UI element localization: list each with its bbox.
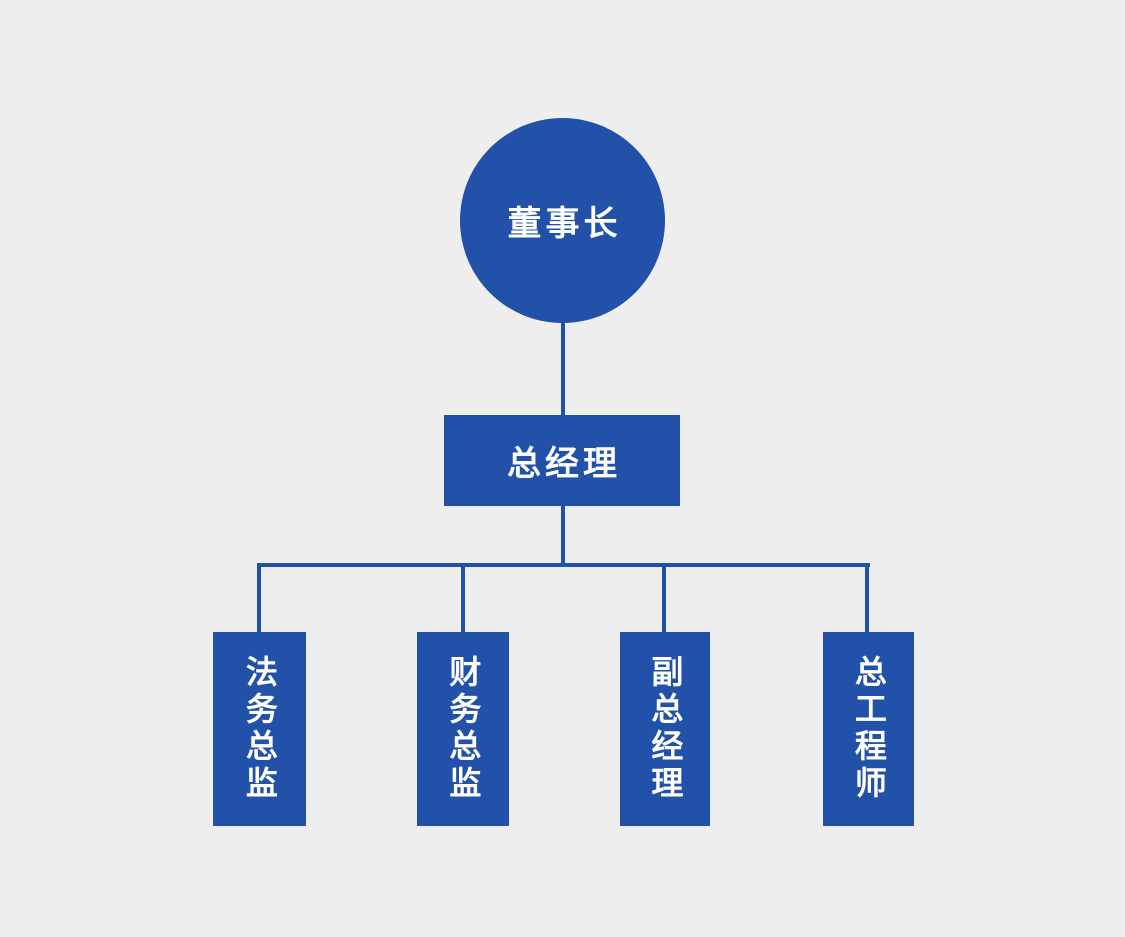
connector-drop-child-4 <box>865 563 869 632</box>
node-general-manager-label: 总经理 <box>507 445 621 483</box>
node-deputy-general-manager-label: 副总经理 <box>647 655 684 803</box>
node-legal-director-label: 法务总监 <box>241 655 278 803</box>
connector-drop-child-3 <box>662 563 666 632</box>
connector-root-to-middle <box>561 320 565 416</box>
connector-drop-child-2 <box>461 563 465 632</box>
connector-horizontal-bus <box>258 563 870 567</box>
node-general-manager: 总经理 <box>444 415 680 506</box>
node-legal-director: 法务总监 <box>213 632 306 826</box>
node-chief-engineer: 总工程师 <box>823 632 914 826</box>
connector-drop-child-1 <box>257 563 261 632</box>
node-chief-engineer-label: 总工程师 <box>850 655 887 803</box>
node-chairman: 董事长 <box>460 118 665 323</box>
connector-middle-to-bus <box>561 506 565 567</box>
node-chairman-label: 董事长 <box>507 205 622 243</box>
node-finance-director: 财务总监 <box>417 632 509 826</box>
node-deputy-general-manager: 副总经理 <box>620 632 710 826</box>
node-finance-director-label: 财务总监 <box>445 655 482 803</box>
